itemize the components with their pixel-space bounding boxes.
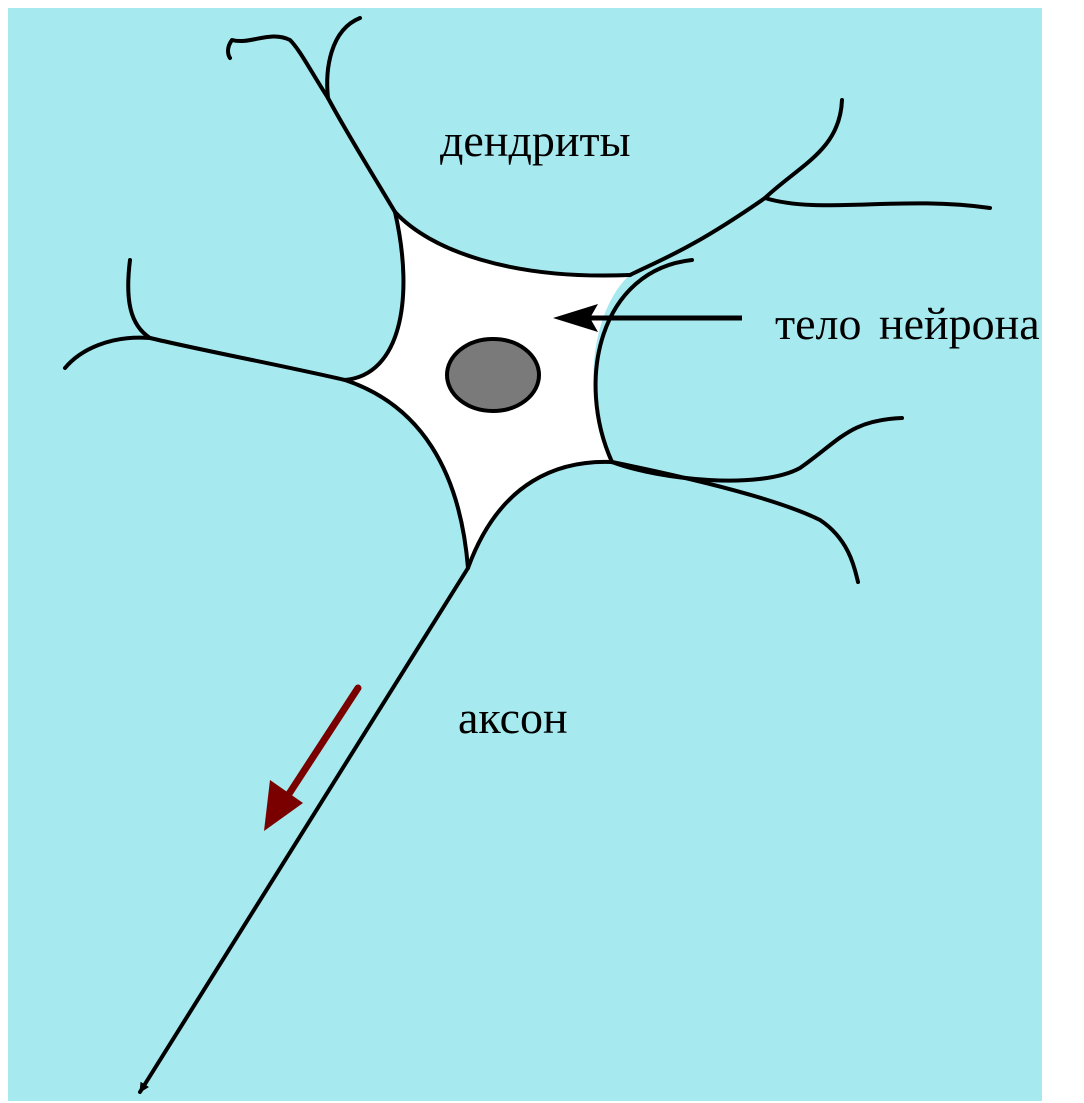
dendrite-top-left	[328, 98, 395, 212]
axon-line	[140, 568, 468, 1092]
cell-body-label: тело нейрона	[775, 301, 1040, 347]
nucleus	[447, 339, 539, 411]
dendrite-left-branch-b	[128, 260, 150, 338]
dendrite-top-right-branch-a	[765, 100, 842, 198]
dendrites-label: дендриты	[440, 118, 630, 164]
dendrite-left-branch-a	[65, 338, 150, 368]
axon-label: аксон	[458, 695, 568, 741]
signal-direction-arrow	[264, 688, 358, 831]
dendrite-top-left-branch-b	[327, 18, 360, 98]
dendrite-top-left-branch-a	[228, 36, 328, 98]
dendrite-top-right	[630, 198, 765, 275]
dendrite-top-right-branch-b	[765, 198, 990, 208]
dendrite-left	[150, 338, 345, 380]
